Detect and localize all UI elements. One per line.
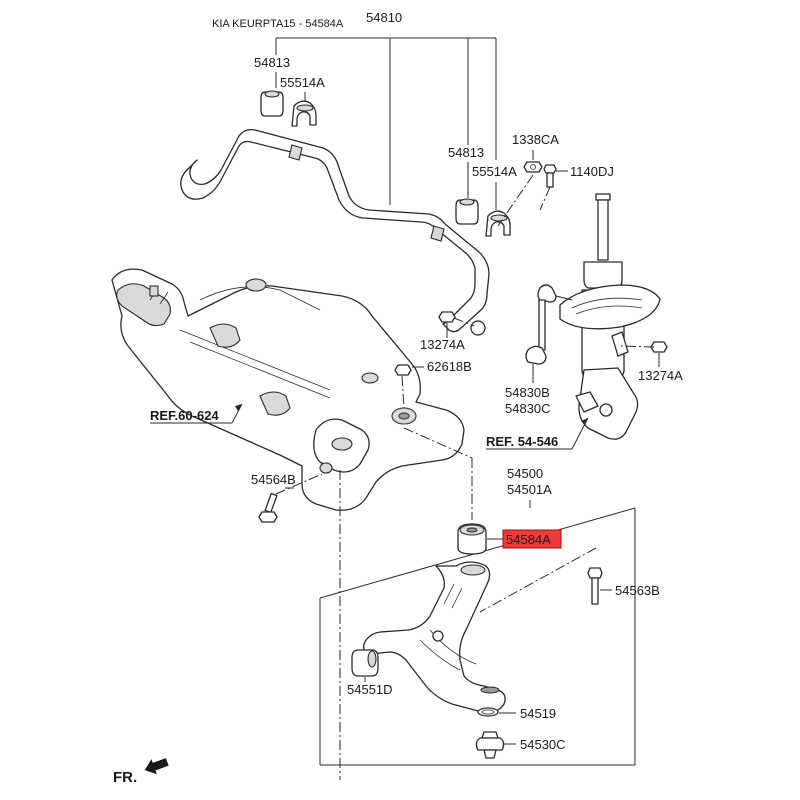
ref-60-624-callout (150, 403, 243, 424)
label-54501a: 54501A (507, 482, 552, 497)
stabilizer-bar (180, 128, 490, 336)
label-55514a-right: 55514A (472, 164, 517, 179)
bolt-54564b (258, 492, 278, 523)
stabilizer-link-54830 (525, 284, 573, 365)
bushing-54584a (457, 523, 487, 555)
ref-54-546-label: REF. 54-546 (486, 434, 558, 449)
clamp-55514a-right (485, 210, 511, 237)
clamp-55514a-left (291, 100, 317, 127)
ref-60-624-label: REF.60-624 (150, 408, 219, 423)
nut-62618b (394, 364, 412, 376)
bushing-54813-right (455, 198, 479, 225)
label-54530c: 54530C (520, 737, 566, 752)
label-62618b: 62618B (427, 359, 472, 374)
label-54813-left: 54813 (254, 55, 290, 70)
lower-control-arm (362, 561, 506, 713)
label-54830b: 54830B (505, 385, 550, 400)
label-54500: 54500 (507, 466, 543, 481)
highlight-54584a: 54584A (502, 529, 562, 549)
label-1338ca: 1338CA (512, 132, 559, 147)
label-54519: 54519 (520, 706, 556, 721)
label-54830c: 54830C (505, 401, 551, 416)
leader-54810 (275, 37, 497, 205)
label-1140dj: 1140DJ (570, 164, 614, 179)
label-54810: 54810 (366, 10, 402, 25)
bolt-1140dj (543, 164, 557, 188)
ring-54519 (477, 707, 499, 717)
front-subframe (111, 268, 465, 511)
label-54813-right: 54813 (448, 145, 484, 160)
diagram-title: KIA KEURPTA15 - 54584A (212, 18, 344, 30)
bushing-54813-left (260, 90, 284, 117)
label-13274a-right: 13274A (638, 368, 683, 383)
label-54564b: 54564B (251, 472, 296, 487)
label-54551d: 54551D (347, 682, 393, 697)
label-54584a: 54584A (506, 532, 551, 547)
label-54563b: 54563B (615, 583, 660, 598)
bolt-54563b (587, 567, 603, 605)
bushing-54551d (351, 649, 379, 677)
label-55514a-left: 55514A (280, 75, 325, 90)
nut-13274a-left (438, 311, 456, 323)
front-label: FR. (113, 769, 137, 786)
ref-54-546-callout (486, 417, 589, 450)
nut-1338ca (523, 161, 543, 173)
ball-joint-54530c (475, 731, 505, 759)
front-arrow-icon (144, 758, 169, 775)
strut-assembly (559, 193, 661, 440)
label-13274a-left: 13274A (420, 337, 465, 352)
